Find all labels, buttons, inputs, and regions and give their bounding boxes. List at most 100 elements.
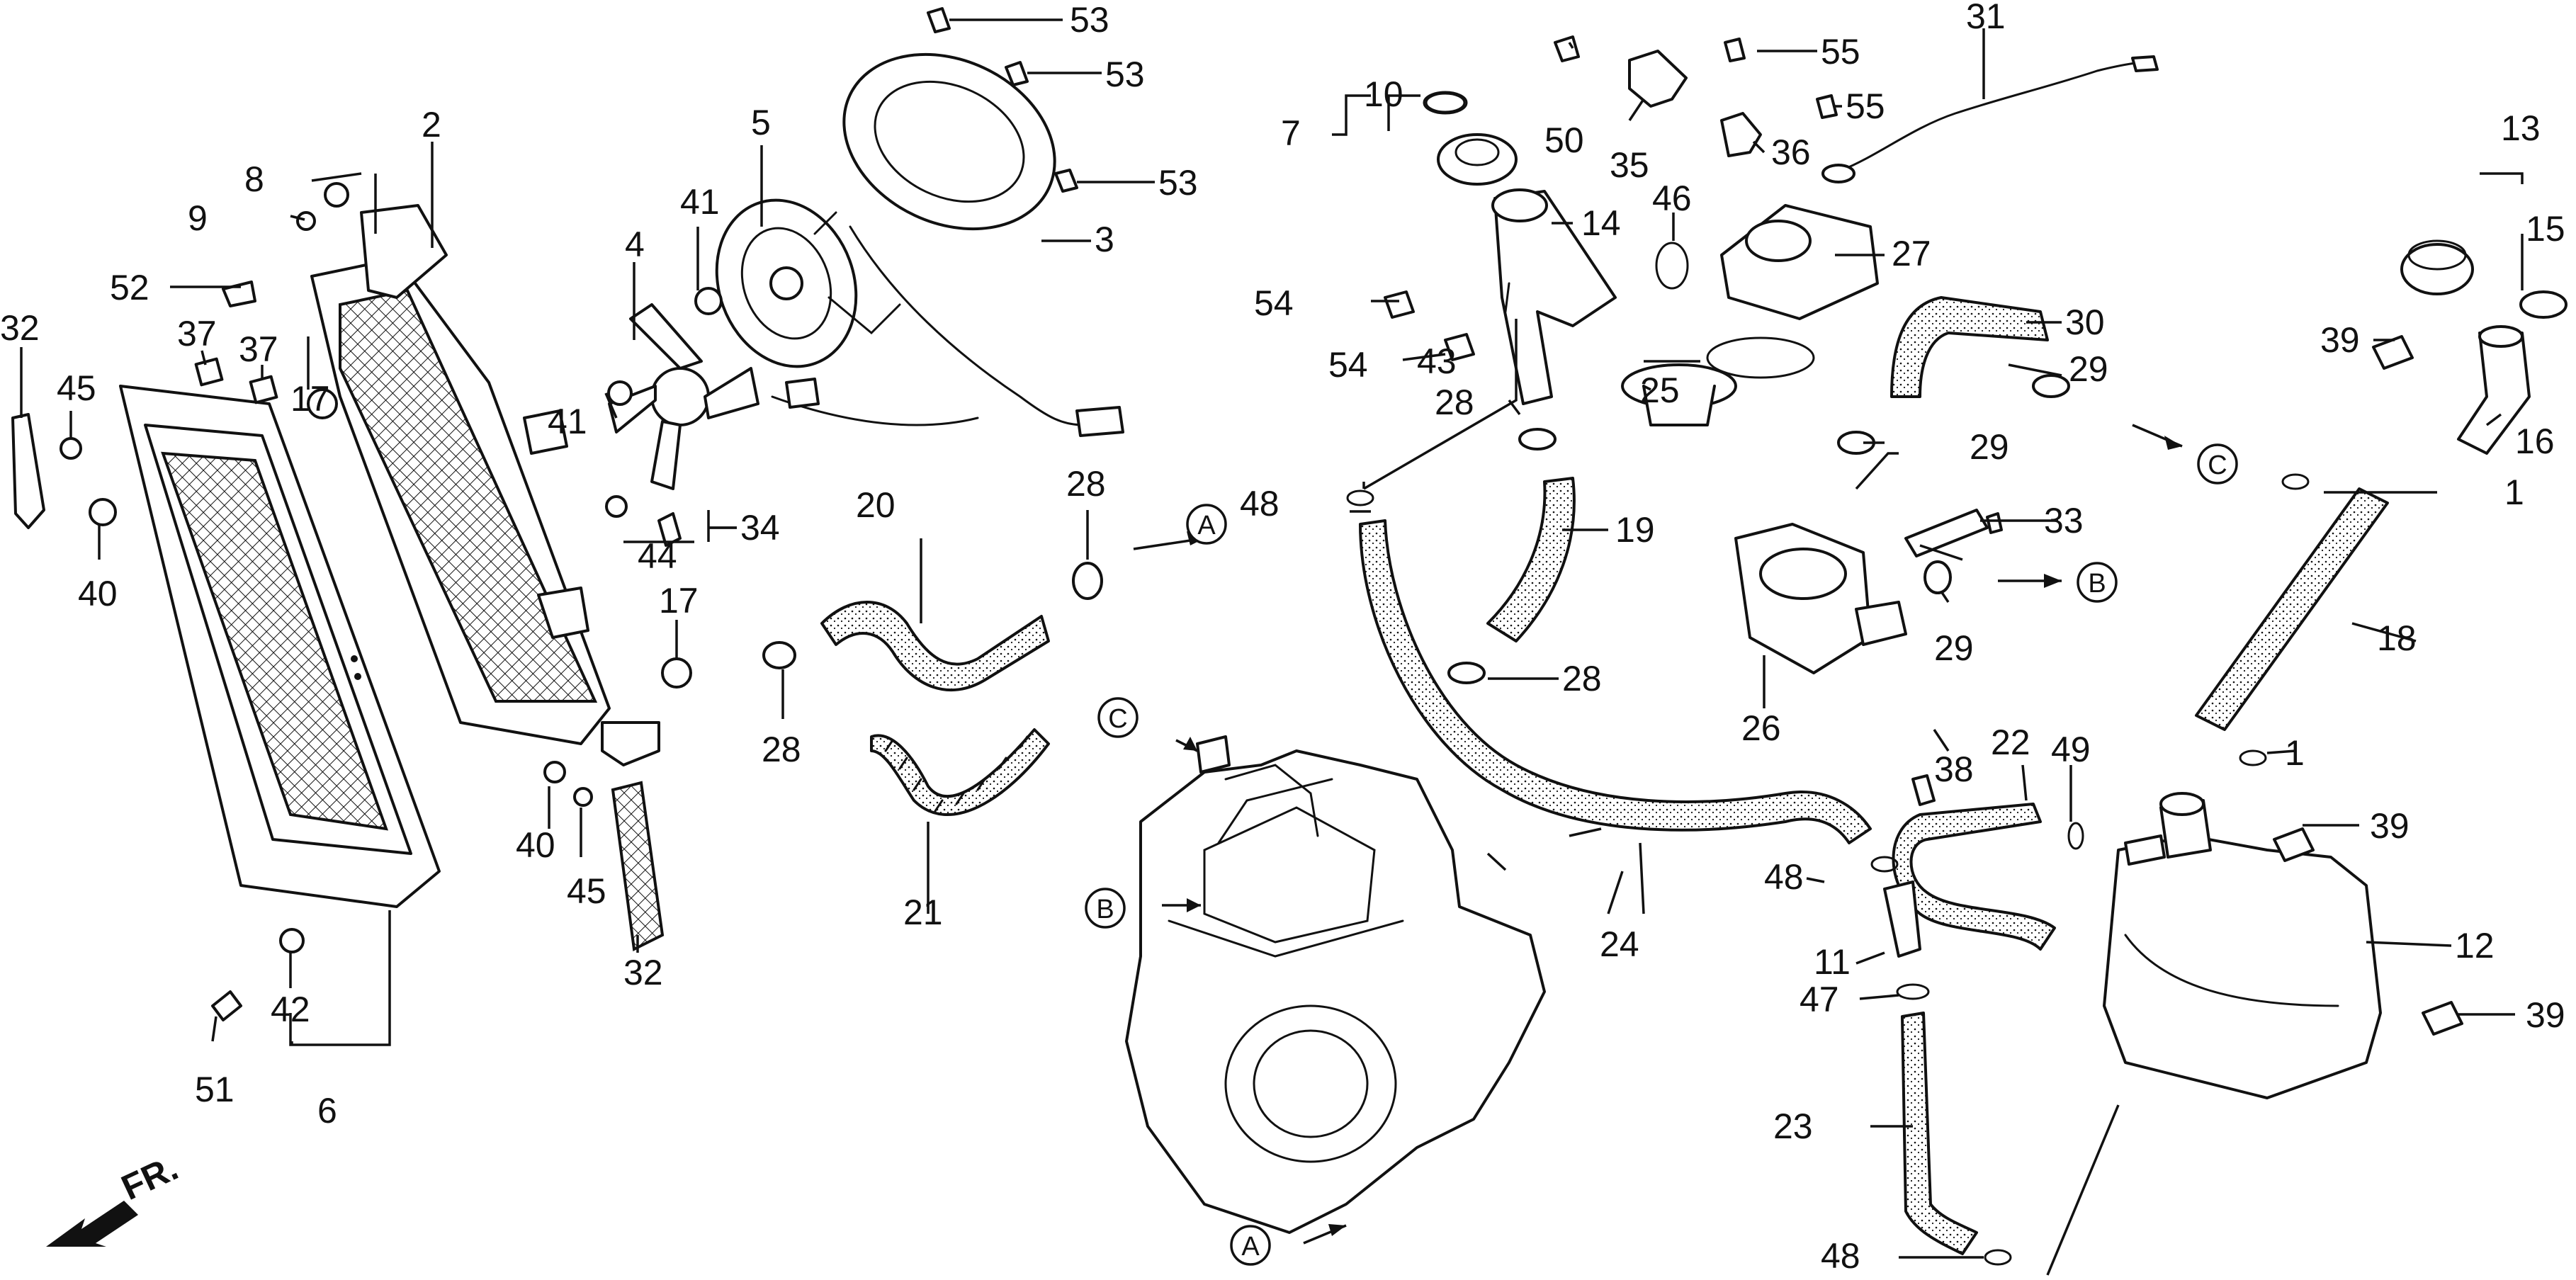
callout-18: 18 xyxy=(2377,618,2417,658)
ref-b-engine-label: B xyxy=(1096,895,1114,924)
hose-21 xyxy=(870,728,1050,816)
bracket-35 xyxy=(1628,50,1688,108)
callout-53: 53 xyxy=(1070,0,1109,40)
callout-15: 15 xyxy=(2526,209,2565,249)
callout-16: 16 xyxy=(2515,421,2555,461)
callout-45: 45 xyxy=(57,368,96,408)
radiator-side-cover-right xyxy=(611,781,665,952)
callout-10: 10 xyxy=(1364,74,1403,114)
callout-47: 47 xyxy=(1800,980,1839,1019)
reserve-tank xyxy=(2103,792,2382,1099)
callout-54: 54 xyxy=(1328,345,1368,385)
callout-22: 22 xyxy=(1991,723,2030,762)
callout-28: 28 xyxy=(1435,383,1474,422)
callout-48: 48 xyxy=(1764,857,1804,897)
hose-30 xyxy=(1890,296,2049,398)
callout-55: 55 xyxy=(1846,86,1885,126)
callout-8: 8 xyxy=(244,159,264,199)
callout-43: 43 xyxy=(1417,341,1457,381)
callout-29: 29 xyxy=(1934,628,1974,668)
hose-22 xyxy=(1892,803,2056,951)
callout-6: 6 xyxy=(317,1091,337,1131)
hose-24 xyxy=(1359,519,1872,844)
callout-44: 44 xyxy=(638,536,677,576)
front-label: FR. xyxy=(115,1148,184,1208)
callout-37: 37 xyxy=(239,329,278,369)
callout-13: 13 xyxy=(2501,108,2541,148)
callout-53: 53 xyxy=(1105,55,1145,94)
reserve-tank-cap xyxy=(2400,239,2567,319)
callout-40: 40 xyxy=(516,825,555,865)
callout-2: 2 xyxy=(422,105,441,145)
callout-25: 25 xyxy=(1640,370,1680,410)
callout-54: 54 xyxy=(1254,283,1294,323)
thermostat xyxy=(1621,363,1737,426)
ref-a-label: A xyxy=(1197,511,1216,540)
thermostat-cover xyxy=(1720,204,1879,320)
cooling-fan xyxy=(608,303,759,490)
leader-lines xyxy=(20,28,2524,1276)
ref-circle-a-engine: A xyxy=(1230,1225,1271,1266)
callout-41: 41 xyxy=(680,182,720,222)
fan-motor xyxy=(715,198,901,368)
front-direction-indicator: FR. xyxy=(46,1148,184,1247)
callout-48: 48 xyxy=(1240,484,1279,523)
ref-circle-b-engine: B xyxy=(1085,888,1126,929)
engine-block xyxy=(1125,735,1546,1234)
callout-39: 39 xyxy=(2370,806,2410,846)
callout-50: 50 xyxy=(1544,120,1584,160)
callout-49: 49 xyxy=(2051,730,2091,769)
callout-14: 14 xyxy=(1581,203,1621,243)
callout-17: 17 xyxy=(659,581,699,621)
ref-circle-b-right: B xyxy=(2077,562,2118,603)
callout-48: 48 xyxy=(1821,1236,1860,1276)
callout-36: 36 xyxy=(1771,132,1811,172)
ref-c-label: C xyxy=(2208,451,2227,480)
callout-34: 34 xyxy=(740,508,780,548)
callout-7: 7 xyxy=(1281,113,1301,153)
hose-11 xyxy=(1883,880,1921,958)
callout-39: 39 xyxy=(2526,995,2565,1035)
hose-20 xyxy=(820,601,1050,691)
callout-5: 5 xyxy=(751,103,771,142)
callout-12: 12 xyxy=(2455,926,2495,965)
thermostat-o-ring xyxy=(1425,92,1815,379)
ref-circle-a-top: A xyxy=(1186,504,1227,545)
drain-bolts-39 xyxy=(2273,335,2463,1036)
callout-29: 29 xyxy=(1970,427,2009,467)
fan-shroud xyxy=(771,52,1124,437)
ref-a-engine-label: A xyxy=(1241,1232,1260,1262)
callout-28: 28 xyxy=(1562,659,1602,698)
fasteners xyxy=(60,7,1078,1021)
radiator-side-cover-left xyxy=(11,413,45,529)
callout-46: 46 xyxy=(1652,179,1692,218)
ref-c-engine-label: C xyxy=(1108,704,1127,734)
callout-51: 51 xyxy=(195,1070,235,1109)
callout-55: 55 xyxy=(1821,32,1860,72)
callout-40: 40 xyxy=(78,574,118,613)
callout-20: 20 xyxy=(856,485,896,525)
callout-32: 32 xyxy=(0,308,40,348)
callout-53: 53 xyxy=(1158,163,1198,203)
callout-30: 30 xyxy=(2065,302,2105,342)
hose-clamps xyxy=(762,374,2310,1266)
callout-3: 3 xyxy=(1095,220,1114,259)
callout-4: 4 xyxy=(625,225,645,264)
callout-24: 24 xyxy=(1600,924,1639,964)
ref-circle-c-right: C xyxy=(2197,443,2238,485)
callout-1: 1 xyxy=(2504,472,2524,512)
siphon-tube-31 xyxy=(1821,55,2159,183)
temperature-sensor xyxy=(1904,509,2003,557)
callout-42: 42 xyxy=(271,990,310,1029)
callout-17: 17 xyxy=(290,379,330,419)
callout-32: 32 xyxy=(623,953,663,992)
ref-circle-c-engine: C xyxy=(1097,697,1139,738)
callout-1: 1 xyxy=(2285,733,2305,773)
bolts-small xyxy=(1384,35,1936,806)
callout-19: 19 xyxy=(1615,510,1655,550)
callout-35: 35 xyxy=(1610,145,1649,185)
callout-39: 39 xyxy=(2320,320,2360,360)
callout-26: 26 xyxy=(1741,708,1781,748)
filler-neck xyxy=(1491,188,1617,405)
